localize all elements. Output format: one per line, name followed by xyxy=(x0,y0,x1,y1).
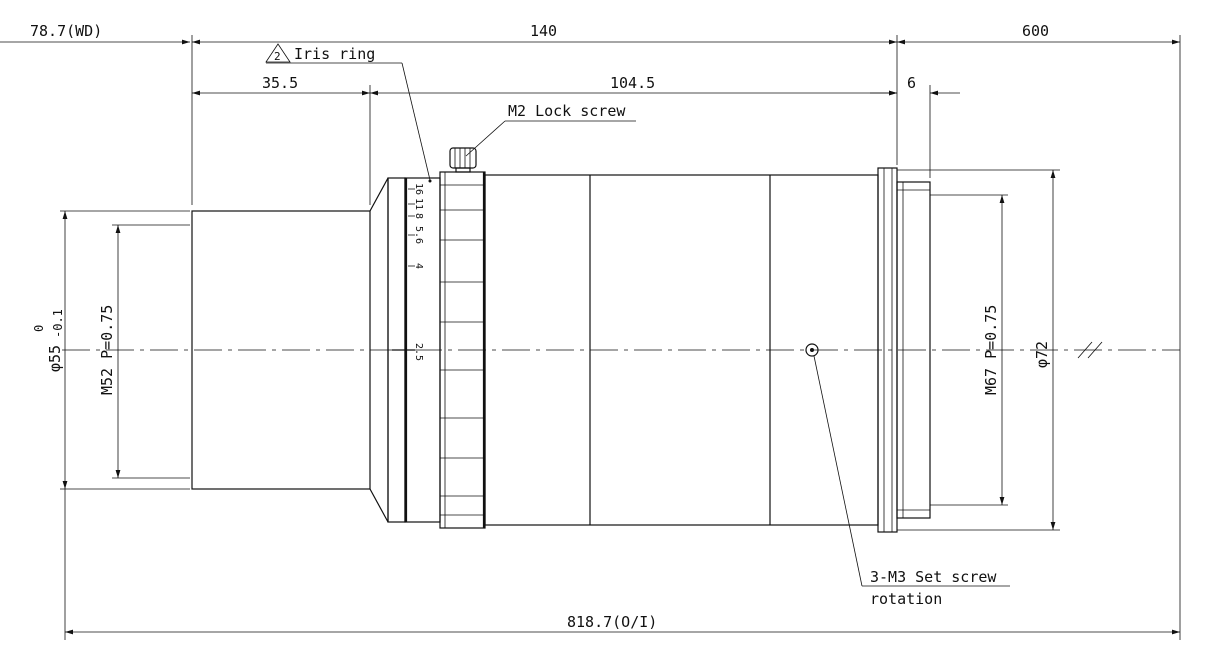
set-screw-note: rotation xyxy=(870,590,942,608)
lock-screw-callout: M2 Lock screw xyxy=(465,102,636,157)
length-600-label: 600 xyxy=(1022,22,1049,40)
lock-screw-label: M2 Lock screw xyxy=(508,102,626,120)
set-screw-hole xyxy=(805,343,819,357)
lock-screw xyxy=(449,147,477,173)
m67-label: M67 P=0.75 xyxy=(982,305,1000,395)
lens-body xyxy=(191,167,931,533)
iris-scale: 16 11 8 5.6 4 2.5 xyxy=(392,179,432,361)
tol-lower: -0.1 xyxy=(51,309,65,338)
iris-ring-number: 2 xyxy=(274,50,281,63)
iris-scale-5.6: 5.6 xyxy=(413,226,424,244)
phi72-label: φ72 xyxy=(1033,341,1051,368)
phi55-label: φ55 0 -0.1 xyxy=(32,309,65,372)
iris-ring-callout: 2 Iris ring xyxy=(265,43,431,181)
length-140-label: 140 xyxy=(530,22,557,40)
set-screw-callout: 3-M3 Set screw rotation xyxy=(813,355,1010,608)
break-symbol xyxy=(1077,341,1103,359)
extension-lines xyxy=(60,35,1181,640)
tol-upper: 0 xyxy=(32,325,46,332)
iris-scale-4: 4 xyxy=(413,263,424,269)
m52-label: M52 P=0.75 xyxy=(98,305,116,395)
length-35.5-label: 35.5 xyxy=(262,74,298,92)
phi55-value: φ55 xyxy=(46,345,64,372)
set-screw-label: 3-M3 Set screw xyxy=(870,568,997,586)
wd-label: 78.7(WD) xyxy=(30,22,102,40)
iris-scale-8: 8 xyxy=(413,213,424,219)
length-104.5-label: 104.5 xyxy=(610,74,655,92)
iris-ring-label: Iris ring xyxy=(294,45,375,63)
flange-6-label: 6 xyxy=(907,74,916,92)
iris-scale-16: 16 xyxy=(413,183,424,195)
iris-scale-11: 11 xyxy=(413,198,424,210)
iris-scale-2.5: 2.5 xyxy=(413,343,424,361)
total-label: 818.7(O/I) xyxy=(567,613,657,631)
